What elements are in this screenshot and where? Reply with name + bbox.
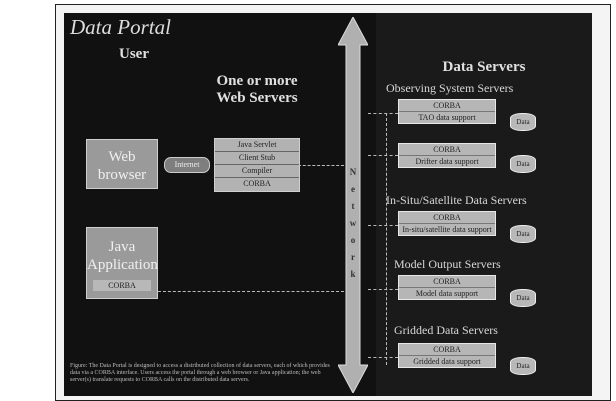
java-label-1: Java [108, 239, 136, 255]
java-connector [158, 291, 344, 292]
java-application-box: Java Application CORBA [86, 227, 158, 299]
observing-server-1: CORBA TAO data support [398, 99, 496, 124]
server-bus-line [386, 113, 387, 365]
data-database-icon: Data [510, 113, 536, 131]
server-support-label: Model data support [415, 289, 479, 298]
server-corba-label: CORBA [399, 144, 495, 156]
server-corba-label: CORBA [399, 212, 495, 224]
web-browser-label-2: browser [97, 167, 147, 183]
network-letter: t [351, 201, 355, 211]
section-gridded-label: Gridded Data Servers [394, 323, 498, 337]
stack-client-stub: Client Stub [215, 152, 299, 165]
web-servers-heading-line2: Web Servers [216, 90, 298, 106]
insitu-server: CORBA In-situ/satellite data support [398, 211, 496, 236]
server-support-label: Gridded data support [413, 357, 481, 366]
stack-corba: CORBA [243, 179, 271, 188]
internet-link: Internet [164, 157, 210, 173]
gridded-server: CORBA Gridded data support [398, 343, 496, 368]
server-corba-label: CORBA [399, 100, 495, 112]
web-servers-heading: One or more Web Servers [192, 73, 322, 107]
server-corba-label: CORBA [399, 276, 495, 288]
web-server-connector [298, 165, 344, 166]
server-support-label: In-situ/satellite data support [402, 225, 492, 234]
data-database-icon: Data [510, 357, 536, 375]
stack-compiler: Compiler [215, 165, 299, 178]
web-browser-label-1: Web [108, 149, 136, 165]
section-model-label: Model Output Servers [394, 257, 501, 271]
network-arrow: N e t w o r k [337, 15, 369, 395]
observing-server-2: CORBA Drifter data support [398, 143, 496, 168]
section-insitu-label: In-Situ/Satellite Data Servers [386, 193, 527, 207]
stack-java-servlet: Java Servlet [215, 139, 299, 152]
data-database-icon: Data [510, 289, 536, 307]
footnote-text: Figure: The Data Portal is designed to a… [70, 363, 330, 383]
diagram-slide: Data Portal User One or more Web Servers… [64, 13, 592, 396]
server-connector [368, 113, 398, 114]
server-corba-label: CORBA [399, 344, 495, 356]
data-database-icon: Data [510, 225, 536, 243]
network-letter: N [349, 167, 357, 177]
network-letter: r [351, 252, 355, 262]
network-letter: w [349, 218, 357, 228]
model-server: CORBA Model data support [398, 275, 496, 300]
server-connector [368, 357, 398, 358]
server-support-label: Drifter data support [415, 157, 479, 166]
data-database-icon: Data [510, 155, 536, 173]
slide-title: Data Portal [70, 15, 171, 39]
network-letter: k [350, 269, 356, 279]
network-letter: o [350, 235, 356, 245]
java-label-2: Application [87, 257, 158, 273]
section-observing-label: Observing System Servers [386, 81, 514, 95]
server-support-label: TAO data support [418, 113, 476, 122]
web-servers-heading-line1: One or more [216, 73, 298, 89]
java-corba-label: CORBA [93, 280, 151, 291]
server-connector [368, 155, 398, 156]
data-servers-panel [376, 13, 592, 396]
web-server-stack: Java Servlet Client Stub Compiler CORBA [214, 138, 300, 192]
web-browser-box: Web browser [86, 139, 158, 189]
data-servers-heading: Data Servers [442, 59, 526, 75]
user-heading: User [119, 46, 149, 62]
network-letter: e [351, 184, 355, 194]
server-connector [368, 289, 398, 290]
server-connector [368, 225, 398, 226]
